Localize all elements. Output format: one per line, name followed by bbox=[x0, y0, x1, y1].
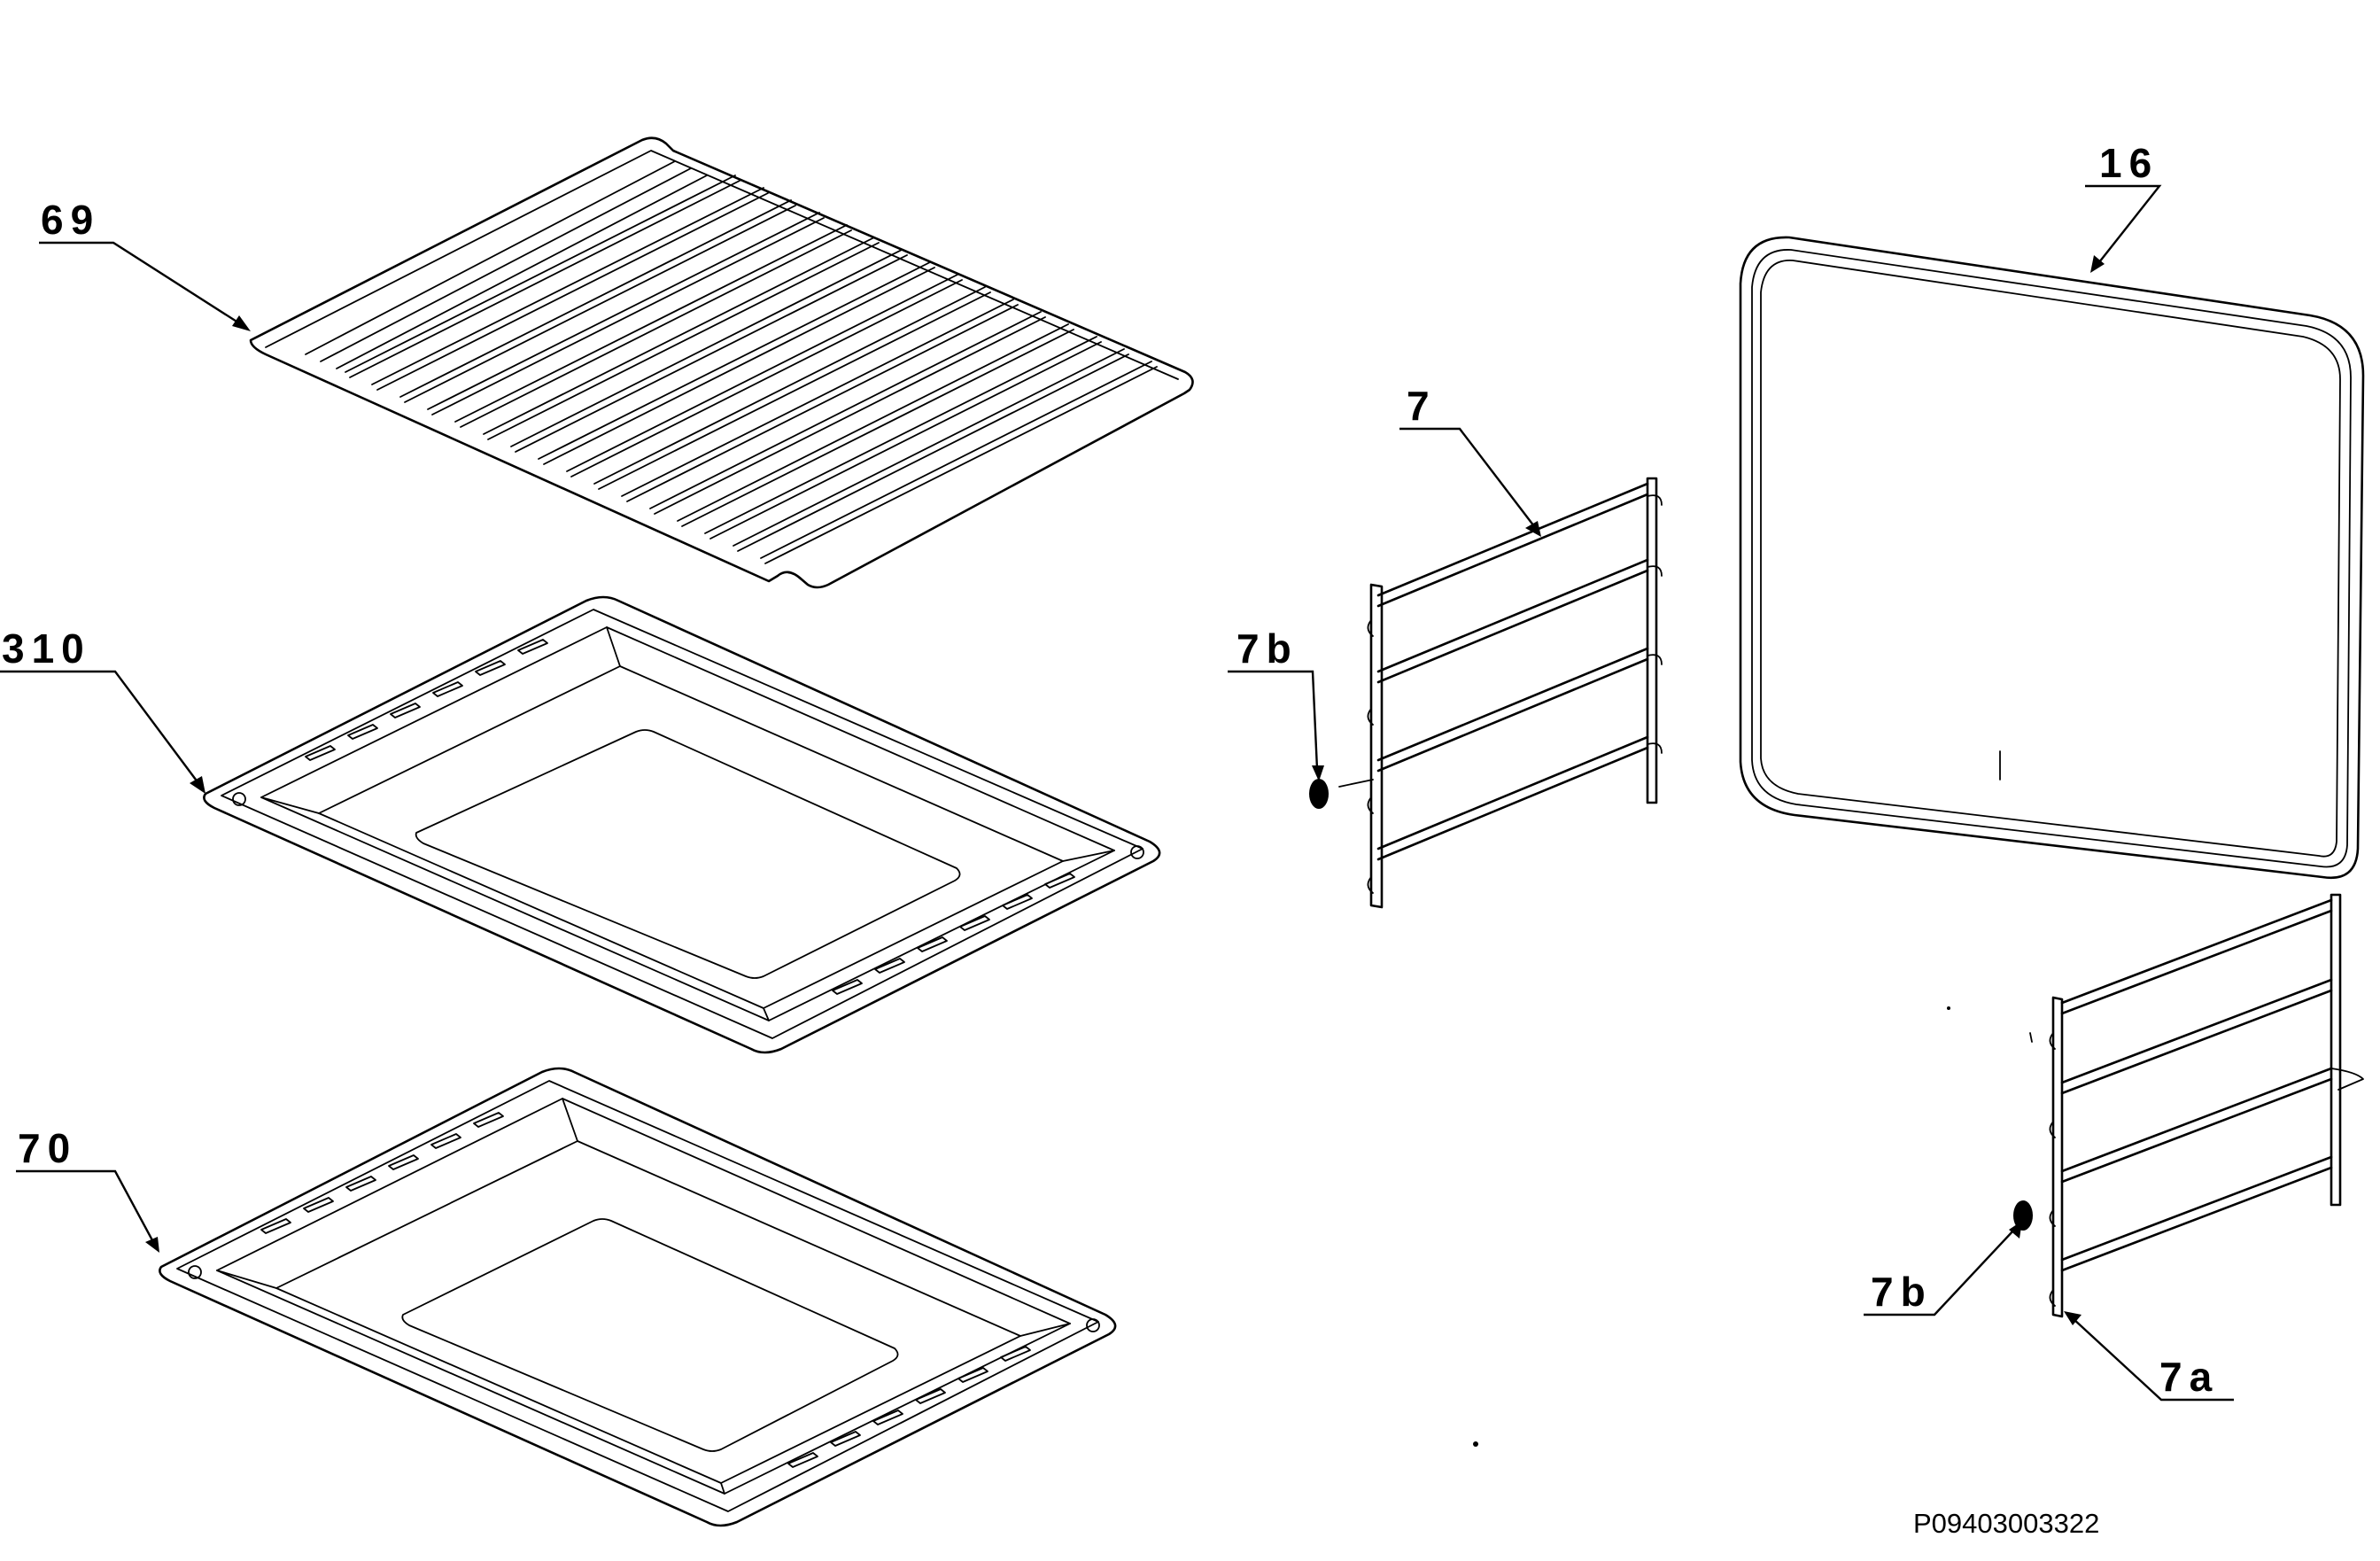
label-support-clip-left: 7b bbox=[1237, 625, 1299, 672]
wire-shelf bbox=[249, 136, 1194, 589]
door-seal bbox=[1739, 236, 2365, 880]
part-labels: 69 310 70 7 7b 16 7b 7a bbox=[2, 140, 2219, 1400]
support-clip-right bbox=[2013, 1200, 2033, 1231]
deep-tray bbox=[159, 1067, 1117, 1527]
tray-slots bbox=[188, 1112, 1100, 1468]
leader-lines bbox=[0, 184, 2234, 1402]
shelf-support-left bbox=[1309, 477, 1663, 909]
support-clip-left bbox=[1309, 779, 1329, 809]
label-shelf-support-left: 7 bbox=[1407, 383, 1437, 429]
label-support-clip-right: 7b bbox=[1871, 1269, 1933, 1315]
shelf-support-right bbox=[2013, 893, 2364, 1318]
reference-code: P09403003322 bbox=[1913, 1508, 2099, 1539]
baking-tray bbox=[203, 595, 1161, 1054]
label-shelf-support-right: 7a bbox=[2159, 1354, 2219, 1400]
scan-specks bbox=[1473, 1006, 1950, 1447]
shelf-rods bbox=[345, 175, 1158, 564]
label-wire-shelf: 69 bbox=[41, 197, 100, 243]
label-deep-tray: 70 bbox=[18, 1125, 77, 1171]
tray-slots bbox=[232, 639, 1144, 995]
label-door-seal: 16 bbox=[2099, 140, 2159, 186]
label-baking-tray: 310 bbox=[2, 625, 91, 672]
